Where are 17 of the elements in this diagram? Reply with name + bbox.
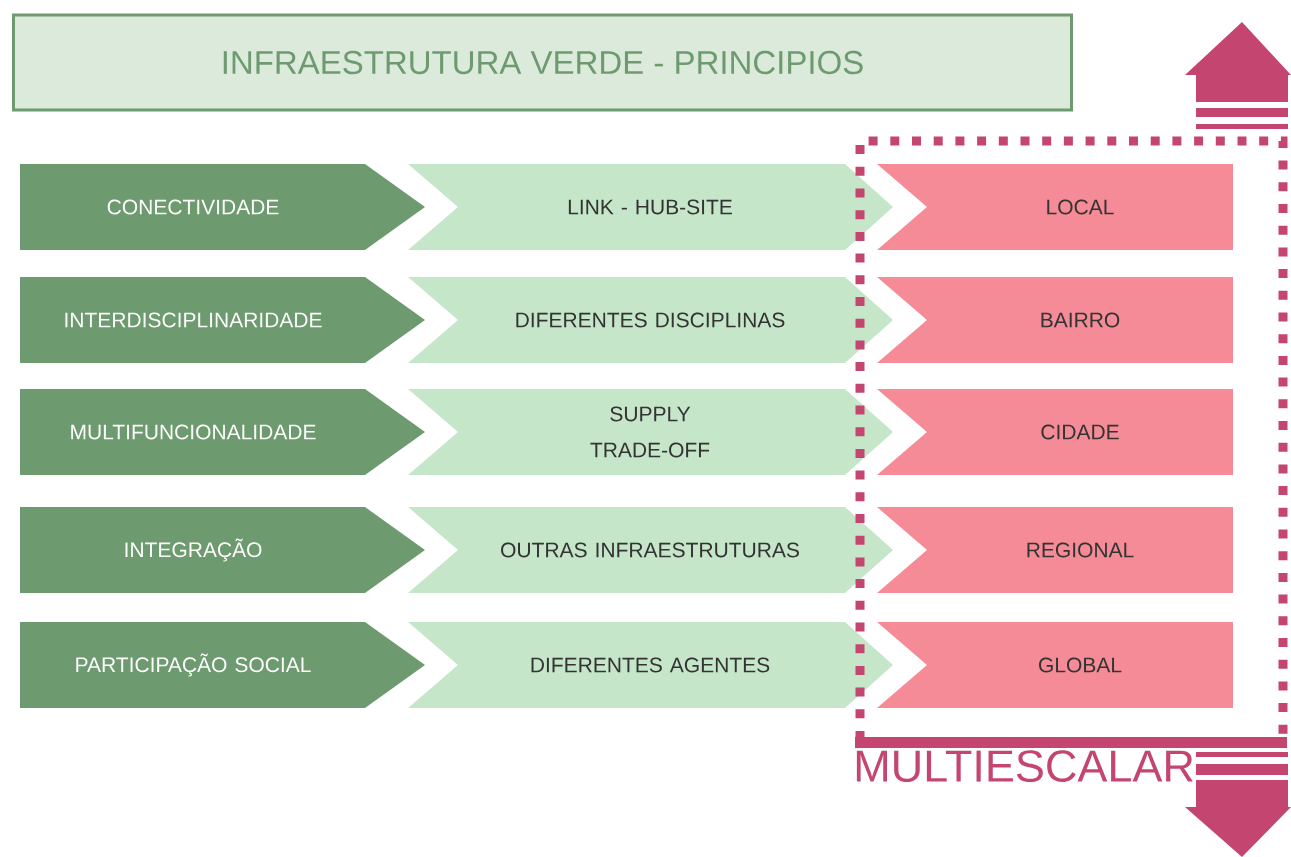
concept-banner: OUTRAS INFRAESTRUTURAS bbox=[408, 507, 893, 593]
scale-banner: GLOBAL bbox=[877, 622, 1233, 708]
principle-banner: INTERDISCIPLINARIDADE bbox=[20, 277, 425, 363]
title-box: INFRAESTRUTURA VERDE - PRINCIPIOS bbox=[12, 13, 1073, 112]
principle-banner: PARTICIPAÇÃO SOCIAL bbox=[20, 622, 425, 708]
concept-banner: DIFERENTES DISCIPLINAS bbox=[408, 277, 893, 363]
scale-banner: LOCAL bbox=[877, 164, 1233, 250]
concept-banner: SUPPLY TRADE-OFF bbox=[408, 389, 893, 475]
principle-banner: CONECTIVIDADE bbox=[20, 164, 425, 250]
concept-banner: LINK - HUB-SITE bbox=[408, 164, 893, 250]
scale-banner: CIDADE bbox=[877, 389, 1233, 475]
scale-banner: REGIONAL bbox=[877, 507, 1233, 593]
concept-banner: DIFERENTES AGENTES bbox=[408, 622, 893, 708]
node-label: MULTIESCALAR bbox=[856, 750, 1193, 783]
principle-banner: MULTIFUNCIONALIDADE bbox=[20, 389, 425, 475]
principle-banner: INTEGRAÇÃO bbox=[20, 507, 425, 593]
scale-banner: BAIRRO bbox=[877, 277, 1233, 363]
